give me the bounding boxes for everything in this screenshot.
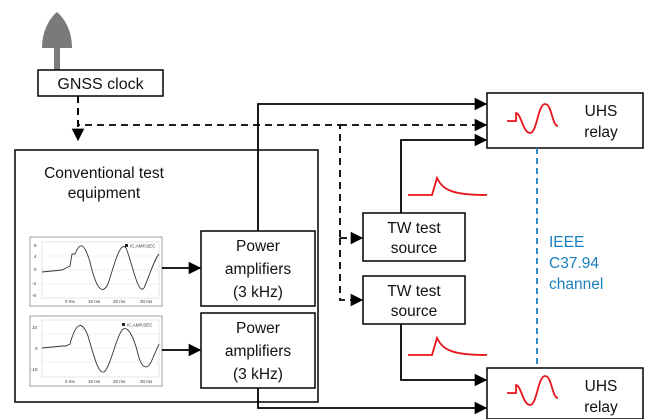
tw1-line2: source [391,240,438,257]
amp2-line3: (3 kHz) [233,366,283,383]
test-equipment-title-2: equipment [68,185,141,202]
plot2-xtick-1: 10 ms [88,379,101,384]
relay2-line1: UHS [585,378,618,395]
plot2-xtick-3: 30 ms [140,379,153,384]
amp2-line1: Power [236,320,280,337]
channel-line1: IEEE [549,234,584,251]
tw1-line1: TW test [387,220,441,237]
plot2-ytick-2: -10 [31,367,38,372]
amp1-to-relay1-arrow [257,97,488,231]
gnss-clock-box [37,69,164,97]
tw-source-2-box [362,275,466,325]
relay-2-waveform-icon [507,375,559,406]
tw2-line1: TW test [387,283,441,300]
plot1-xtick-3: 30 ms [140,299,153,304]
plot1-ytick-1: 4 [34,254,37,259]
plot1-ytick-2: 0 [34,267,37,272]
antenna-icon [42,12,72,70]
test-equipment-title-1: Conventional test [44,165,164,182]
waveform-plot-1: IC,AMP,SEC 8 4 0 -4 -8 0 ms 10 ms 20 ms … [29,236,163,307]
amp1-line3: (3 kHz) [233,284,283,301]
plot2-ytick-0: 10 [32,325,38,330]
amp2-to-relay2-arrow [257,388,488,415]
plot2-xtick-0: 0 ms [65,379,76,384]
tw2-line2: source [391,303,438,320]
gnss-clock-label: GNSS clock [57,76,144,93]
plot1-ytick-3: -4 [32,281,36,286]
tw1-to-relay1-arrow [400,133,488,213]
channel-line2: C37.94 [549,255,599,272]
amp1-line2: amplifiers [225,261,292,278]
tw-pulse-icon-2 [408,335,488,356]
power-amplifier-2-box [200,312,316,389]
plot1-xtick-2: 20 ms [113,299,126,304]
plot1-ytick-4: -8 [32,293,36,298]
power-amplifier-1-box [200,230,316,307]
relay1-line2: relay [584,124,618,141]
amp2-line2: amplifiers [225,343,292,360]
plot2-xtick-2: 20 ms [113,379,126,384]
tw-source-1-box [362,212,466,262]
tw-pulse-icon-1 [408,175,488,196]
amp1-line1: Power [236,238,280,255]
gnss-to-tw2-arrow [339,238,364,307]
relay1-line1: UHS [585,103,618,120]
plot2-legend: IC,AMP,SEC [127,323,153,328]
plot2-ytick-1: 0 [35,346,38,351]
relay2-line2: relay [584,399,618,416]
relay-1-waveform-icon [507,103,559,134]
channel-line3: channel [549,276,603,293]
waveform-plot-2: IC,AMP,SEC 10 0 -10 0 ms 10 ms 20 ms 30 … [29,315,163,387]
plot1-xtick-1: 10 ms [88,299,101,304]
plot1-legend: IC,AMP,SEC [130,244,156,249]
plot1-ytick-0: 8 [34,243,37,248]
plot1-xtick-0: 0 ms [65,299,76,304]
tw2-to-relay2-arrow [400,324,488,387]
